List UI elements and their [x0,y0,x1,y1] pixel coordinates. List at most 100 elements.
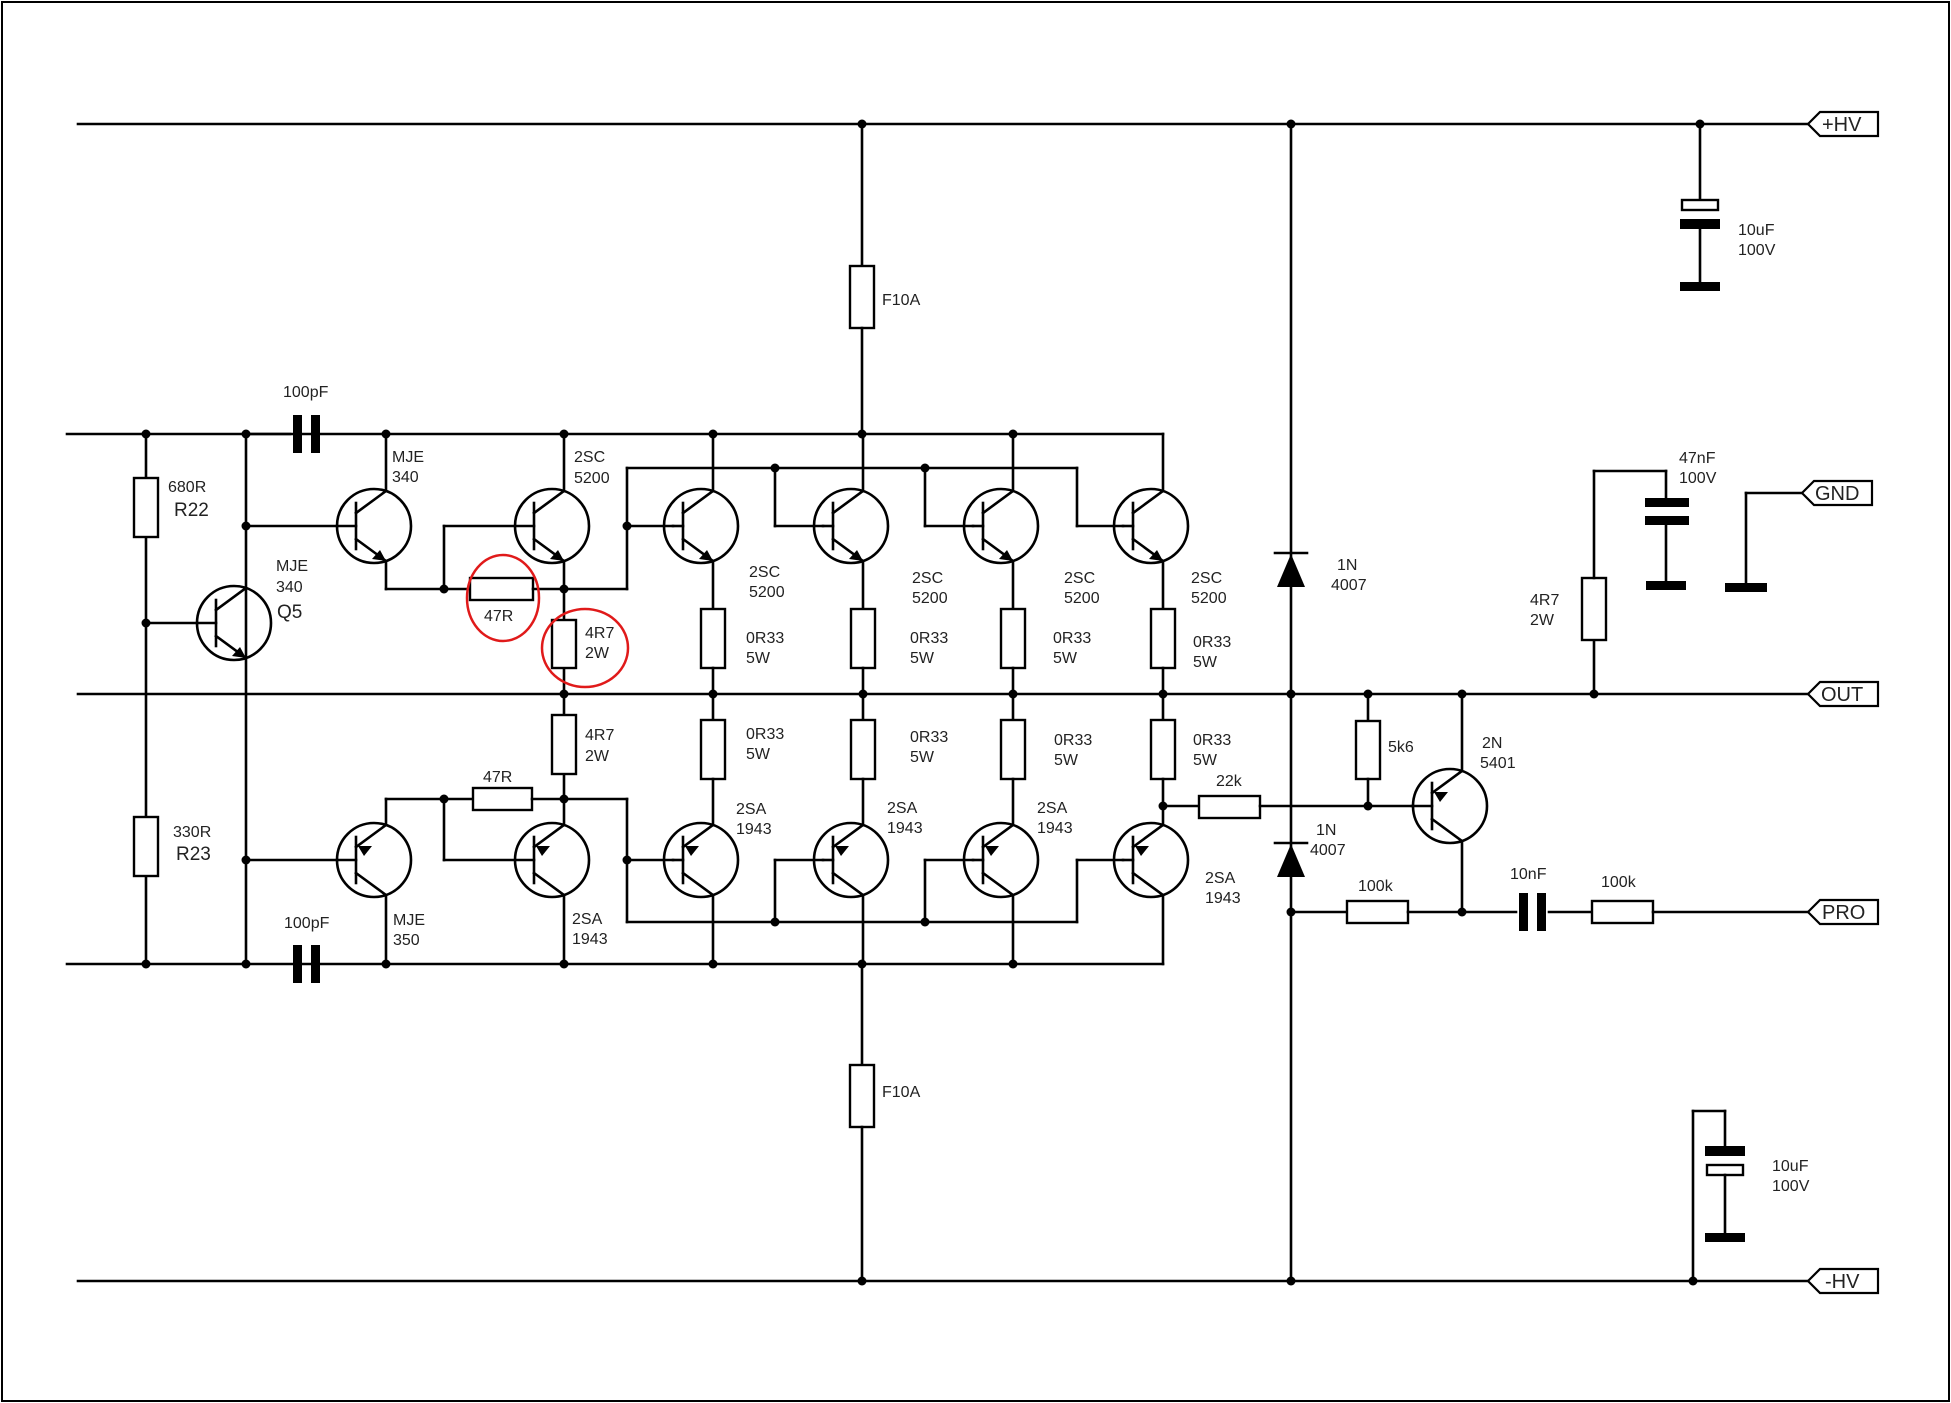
svg-text:0R33: 0R33 [746,630,784,647]
resistor-47r-top [468,576,535,602]
r22-value: 680R [168,479,206,496]
zobel-a: 4R7 [1530,592,1559,609]
r22-name: R22 [174,500,209,521]
svg-text:5200: 5200 [1191,590,1227,607]
junction-dots [141,119,1705,1286]
r4r7-bot-a: 4R7 [585,727,614,744]
resistor-47r-bot [471,786,534,812]
output-pair-2: 2SC 5200 0R33 5W 0R33 5W 2SA 1943 [773,432,948,966]
svg-text:5W: 5W [1193,752,1218,769]
resistor-22k [1197,794,1262,820]
svg-text:1943: 1943 [1037,820,1073,837]
r4r7-top-b: 2W [585,645,610,662]
port-gnd: GND [1800,479,1874,507]
svg-text:2SA: 2SA [1037,800,1068,817]
resistor-4r7-bot [550,713,578,776]
svg-text:2SC: 2SC [912,570,943,587]
cap-hv-bot-b: 100V [1772,1178,1810,1195]
r22k-label: 22k [1216,773,1243,790]
svg-text:5W: 5W [1054,752,1079,769]
drv-top-type-a: MJE [392,449,424,466]
cap-10nf-plate-a [1519,893,1528,931]
fuse-bottom-label: F10A [882,1084,921,1101]
svg-text:2SA: 2SA [736,801,767,818]
svg-text:5W: 5W [746,746,771,763]
driver-top-transistor: MJE 340 [335,432,446,591]
cap-47n-a: 47nF [1679,450,1716,467]
q5-type-a: MJE [276,558,308,575]
svg-text:5W: 5W [1053,650,1078,667]
c10n-label: 10nF [1510,866,1547,883]
cap-47n-b: 100V [1679,470,1717,487]
svg-text:1943: 1943 [1205,890,1241,907]
svg-text:1943: 1943 [736,821,772,838]
resistor-r23 [132,815,160,878]
r100k-b-label: 100k [1601,874,1637,891]
r23-name: R23 [176,844,211,865]
highlight-annotations [465,553,630,689]
output-pair-3: 2SC 5200 0R33 5W 0R33 5W 2SA 1943 [923,432,1100,966]
port-hv-pos: +HV [1806,110,1880,138]
resistor-4r7-top [550,618,578,670]
r5k6-label: 5k6 [1388,739,1414,756]
zobel-b: 2W [1530,612,1555,629]
pre-bot-type-a: 2SA [572,911,603,928]
q5-type-b: 340 [276,579,303,596]
svg-text:5200: 5200 [749,584,785,601]
diode-bot-b: 4007 [1310,842,1346,859]
svg-text:2SA: 2SA [1205,870,1236,887]
cap-100pf-bot-plate-a [293,945,302,983]
r4r7-bot-b: 2W [585,748,610,765]
svg-text:2SA: 2SA [887,800,918,817]
highlight-circle-4r7 [540,607,630,689]
svg-text:5W: 5W [1193,654,1218,671]
port-pro: PRO [1806,898,1880,926]
resistor-r22 [132,476,160,539]
driver-bottom-transistor: MJE 350 [335,797,446,966]
drv-bot-type-b: 350 [393,932,420,949]
highlight-circle-47r [465,553,541,643]
diode-top-b: 4007 [1331,577,1367,594]
cap-100pf-bot-plate-b [311,945,320,983]
predriver-top-stage: 47R 4R7 2W 2SC 5200 [442,432,629,696]
r47-top-label: 47R [484,608,513,625]
resistor-100k-b [1590,899,1655,925]
svg-text:0R33: 0R33 [1054,732,1092,749]
svg-text:5W: 5W [910,650,935,667]
diode-bot-a: 1N [1316,822,1336,839]
port-hv-neg: -HV [1806,1267,1880,1295]
cap-100pf-top-label: 100pF [283,384,329,401]
fuse-top: F10A [848,122,921,436]
svg-text:1943: 1943 [887,820,923,837]
fuse-top-label: F10A [882,292,921,309]
r4r7-top-a: 4R7 [585,625,614,642]
cap-100pf-bot-label: 100pF [284,915,330,932]
port-hv-pos-label: +HV [1822,114,1862,136]
r47-bot-label: 47R [483,769,512,786]
pre-top-type-b: 5200 [574,470,610,487]
resistor-5k6 [1354,719,1382,781]
base-drive-buses [625,466,1079,924]
svg-text:0R33: 0R33 [746,726,784,743]
svg-text:0R33: 0R33 [910,630,948,647]
protection-circuit: 22k 5k6 2N 5401 100k 10nF 100k [1161,692,1810,931]
cap-hv-top-a: 10uF [1738,222,1775,239]
pre-bot-type-b: 1943 [572,931,608,948]
svg-text:5W: 5W [910,749,935,766]
svg-text:0R33: 0R33 [1193,732,1231,749]
bias-network: 680R R22 330R R23 MJE 340 Q5 100pF 100pF [132,384,339,983]
cap-100pf-top-plate-b [311,415,320,453]
svg-text:2SC: 2SC [1064,570,1095,587]
port-gnd-label: GND [1815,483,1859,505]
q2n-type-b: 5401 [1480,755,1516,772]
r23-value: 330R [173,824,211,841]
cap-hv-bot-a: 10uF [1772,1158,1809,1175]
svg-text:0R33: 0R33 [1053,630,1091,647]
svg-text:5200: 5200 [1064,590,1100,607]
output-pair-1: 2SC 5200 0R33 5W 0R33 5W 2SA 1943 [662,432,785,966]
output-pair-4: 2SC 5200 0R33 5W 0R33 5W 2SA 1943 [1075,432,1241,966]
q2n-type-a: 2N [1482,735,1502,752]
svg-text:5200: 5200 [912,590,948,607]
